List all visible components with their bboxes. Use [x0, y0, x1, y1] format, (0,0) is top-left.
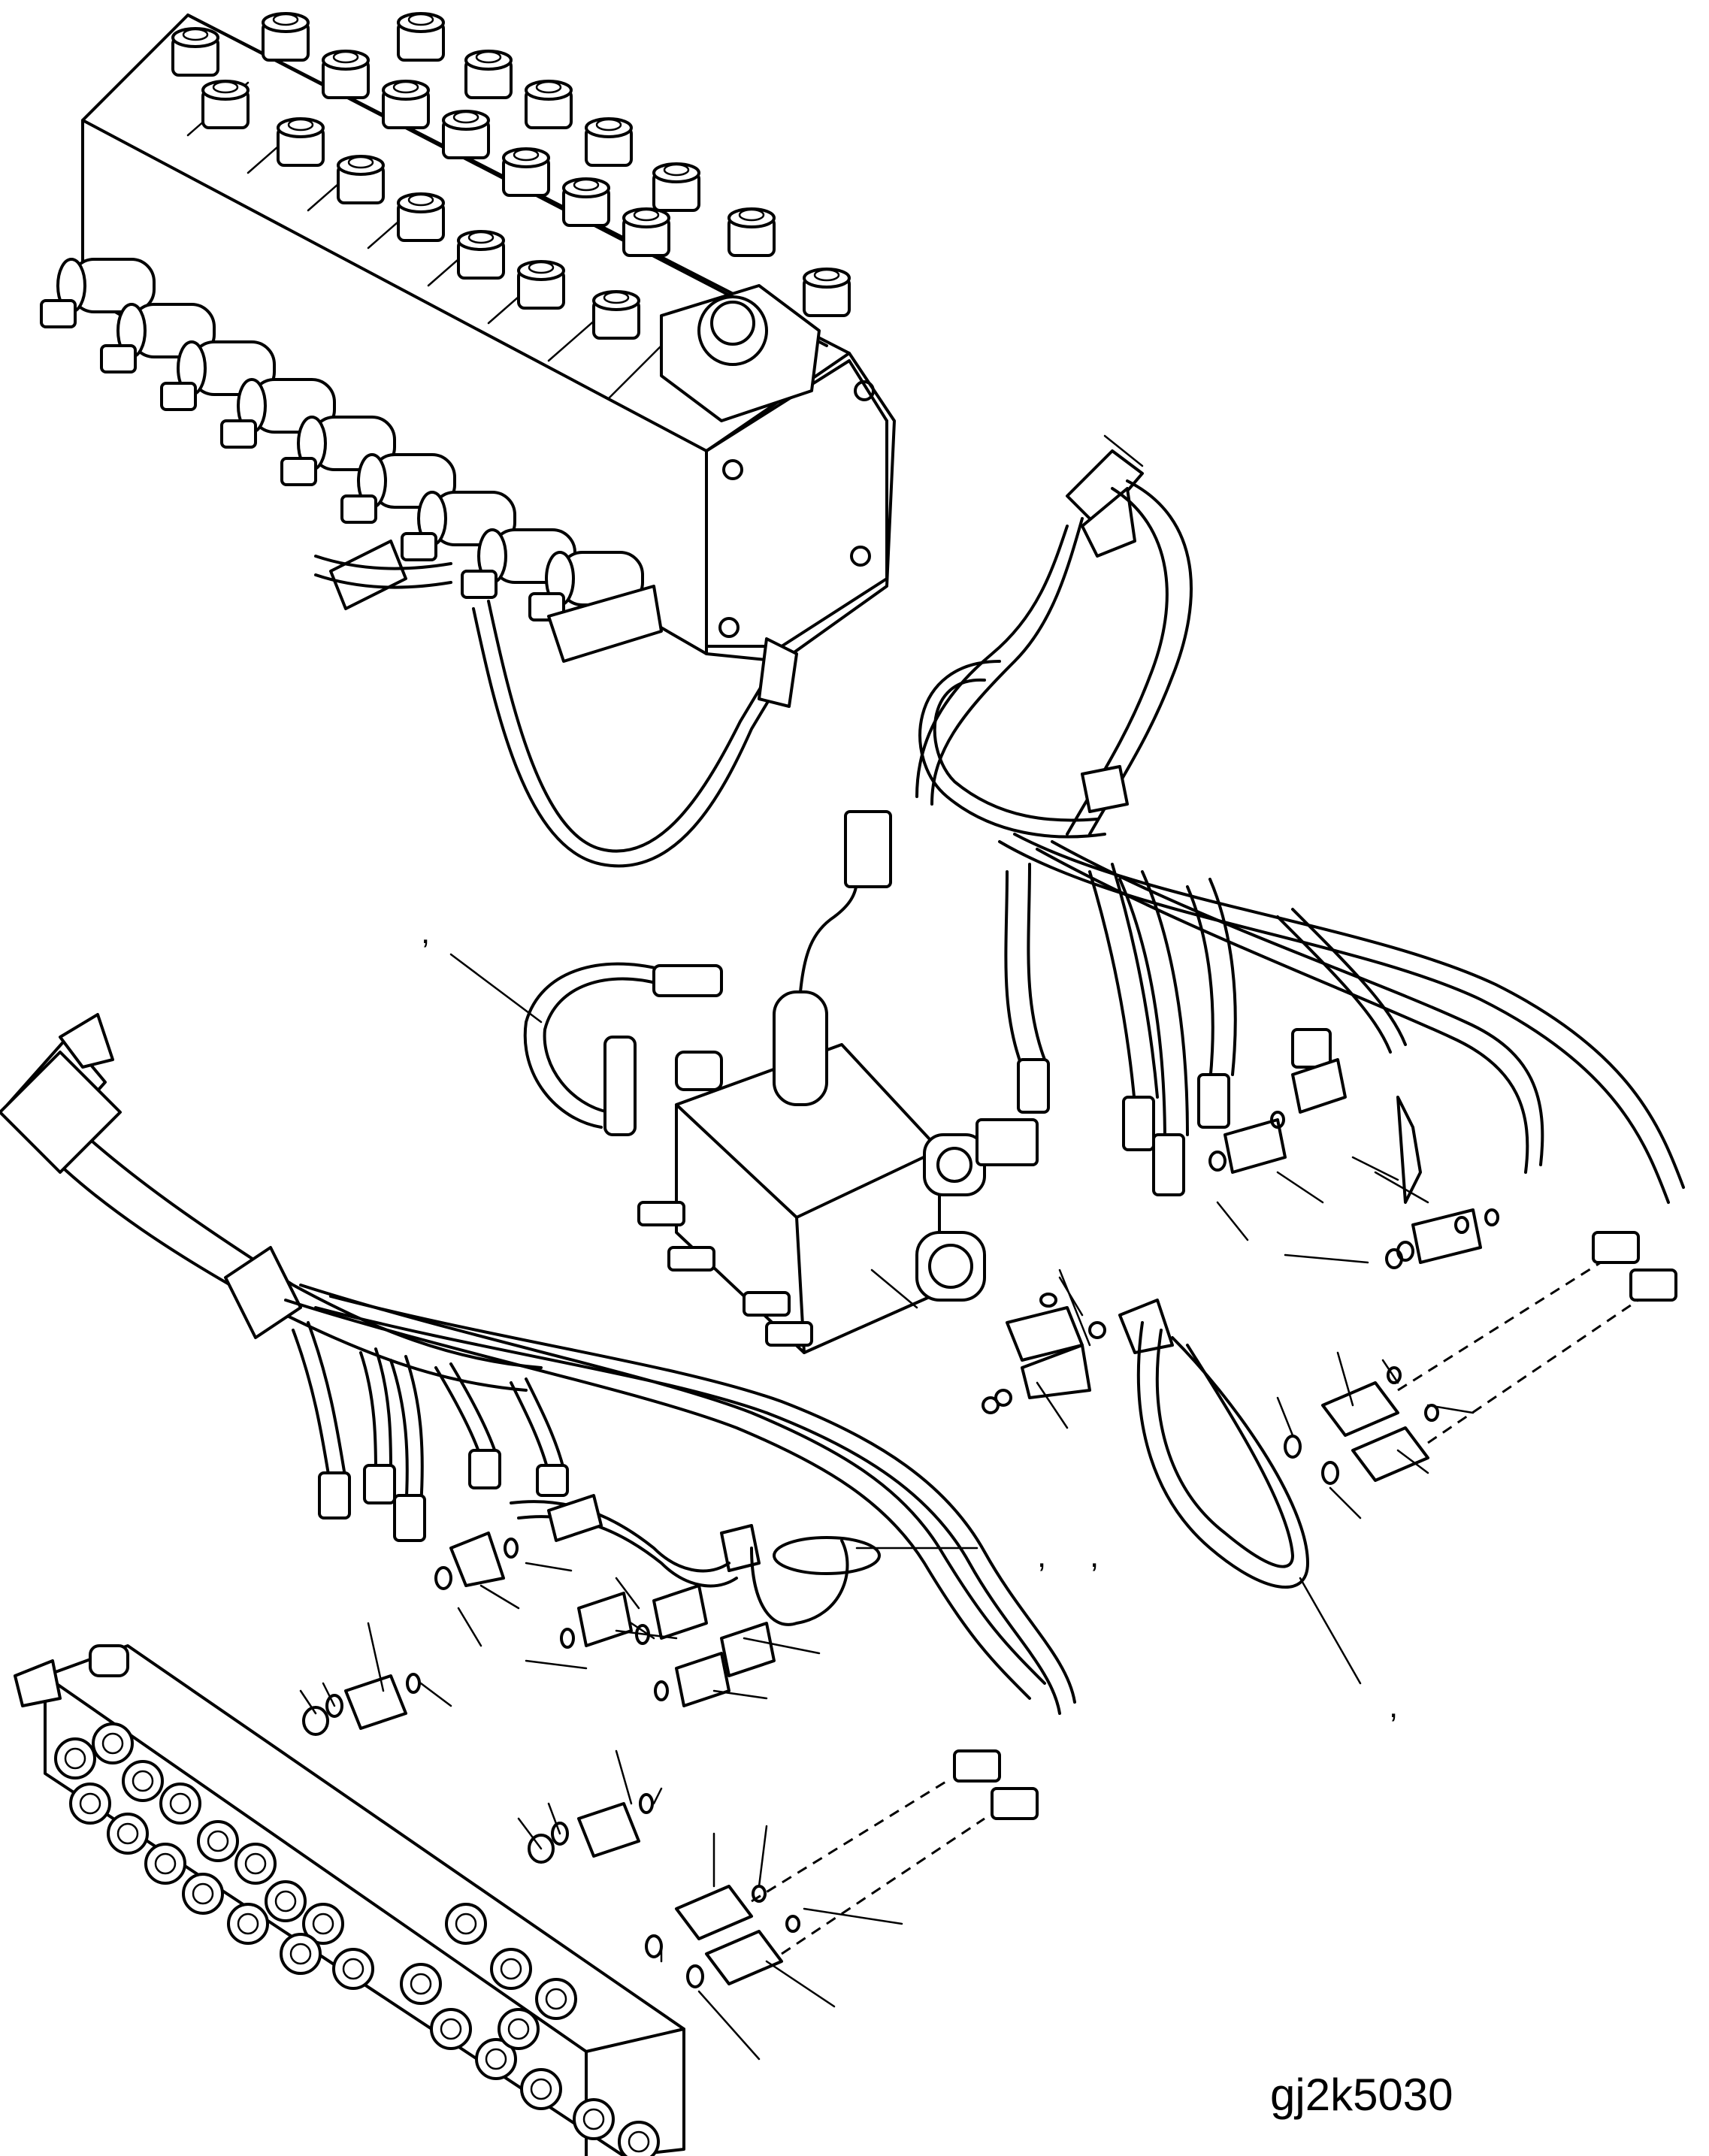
- right-fittings: [1208, 1058, 1639, 1485]
- port: [498, 2008, 540, 2050]
- callout-mark-1: ,: [421, 914, 430, 951]
- port: [159, 1783, 201, 1825]
- fitting: [727, 207, 776, 257]
- figure-id-label: gj2k5030: [1270, 2070, 1453, 2120]
- control-valve-hoses: [314, 540, 798, 868]
- port: [490, 1948, 532, 1990]
- hose-bundle-right: [915, 449, 1685, 1302]
- port: [520, 2068, 562, 2110]
- fitting: [397, 192, 445, 242]
- fitting: [382, 80, 430, 129]
- callout-mark-4: ,: [1389, 1688, 1398, 1725]
- port: [535, 1978, 577, 2020]
- fitting: [652, 162, 700, 212]
- port: [265, 1880, 307, 1922]
- port: [332, 1948, 374, 1990]
- fitting: [525, 80, 573, 129]
- hose-bundle-left: [0, 1013, 1076, 1820]
- port: [144, 1843, 186, 1885]
- fitting: [171, 27, 219, 77]
- port: [107, 1813, 149, 1855]
- port: [573, 2098, 615, 2140]
- fitting: [277, 117, 325, 167]
- port: [430, 2008, 472, 2050]
- solenoid-valve-assembly: [523, 810, 1039, 1354]
- spool: [40, 258, 156, 328]
- port: [280, 1933, 322, 1975]
- pilot-manifold-block: [14, 1644, 685, 2156]
- fitting: [622, 207, 670, 257]
- port: [227, 1903, 269, 1945]
- callout-mark-3: ,: [1090, 1538, 1099, 1574]
- port: [618, 2121, 660, 2156]
- port: [234, 1843, 277, 1885]
- spool: [401, 491, 516, 561]
- fitting: [322, 50, 370, 99]
- fitting: [201, 80, 250, 129]
- fitting: [397, 12, 445, 62]
- fitting: [803, 268, 851, 317]
- port: [69, 1783, 111, 1825]
- fitting: [262, 12, 310, 62]
- port: [302, 1903, 344, 1945]
- fitting: [337, 155, 385, 204]
- fitting: [562, 177, 610, 227]
- fitting: [464, 50, 513, 99]
- port: [400, 1963, 442, 2005]
- leader-lines: [299, 434, 1475, 2061]
- callout-mark-2: ,: [1037, 1538, 1046, 1574]
- fitting: [517, 260, 565, 310]
- port: [92, 1722, 134, 1764]
- port: [122, 1760, 164, 1802]
- fitting: [457, 230, 505, 280]
- fitting: [585, 117, 633, 167]
- fitting: [442, 110, 490, 159]
- left-fittings: [302, 1494, 985, 1988]
- port: [182, 1873, 224, 1915]
- port: [54, 1737, 96, 1780]
- port: [445, 1903, 487, 1945]
- fitting: [592, 290, 640, 340]
- port: [197, 1820, 239, 1862]
- center-fittings: [982, 1293, 1309, 1589]
- port: [475, 2038, 517, 2080]
- control-valve-block: [40, 12, 896, 663]
- fitting: [502, 147, 550, 197]
